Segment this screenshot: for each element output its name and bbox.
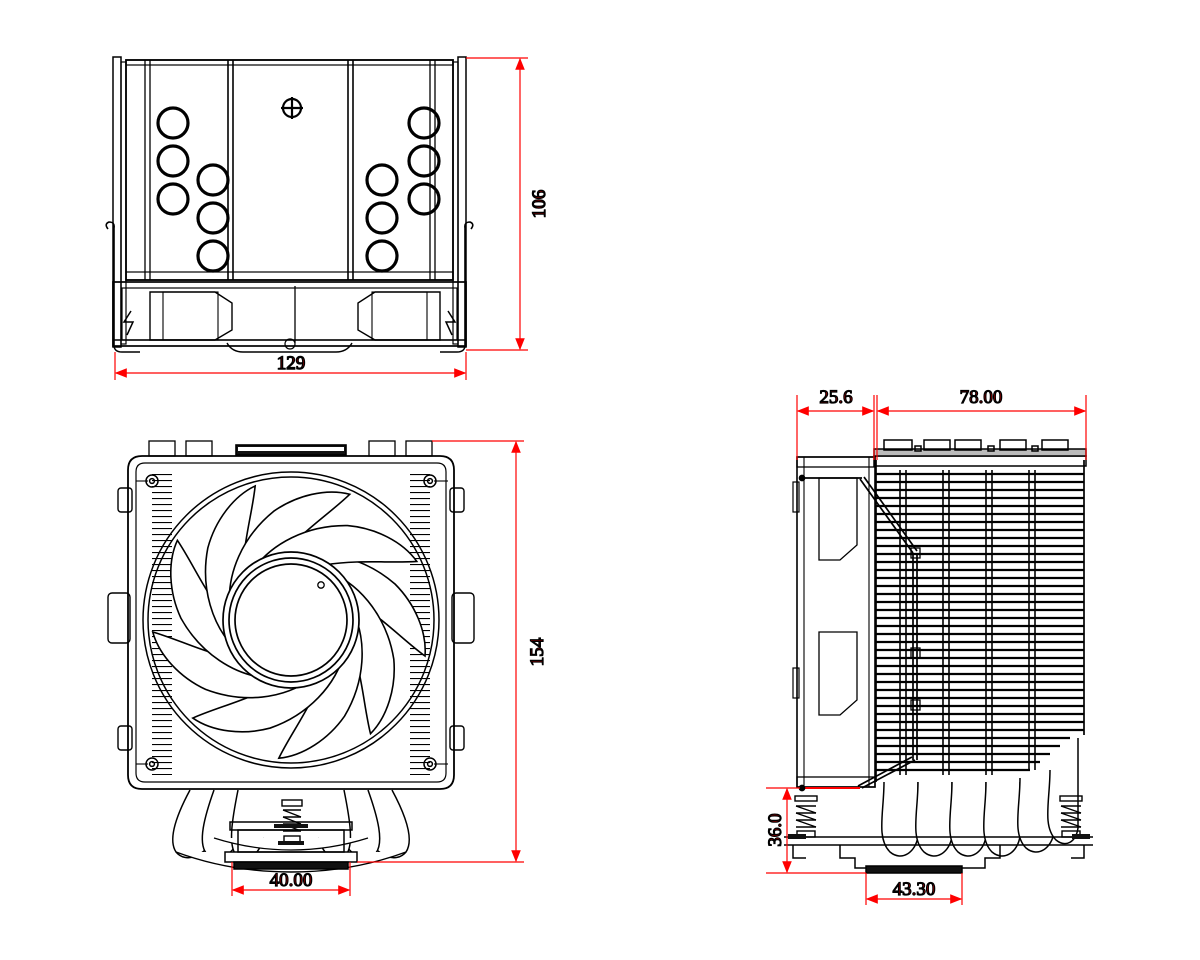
front-view-fan-frame — [127, 455, 455, 790]
side-view-fin-stack — [875, 460, 1085, 782]
front-view-side-lugs — [107, 487, 475, 751]
dimension-front-base-width: 40.00 — [231, 862, 351, 896]
side-view-top-cap — [873, 439, 1087, 467]
top-view-fan-body — [112, 281, 467, 353]
dimension-side-base-width: 43.30 — [865, 873, 963, 905]
top-view-wire-clips — [105, 221, 474, 353]
dimension-label-78: 78.00 — [960, 387, 1003, 408]
dimension-label-154: 154 — [527, 637, 548, 666]
front-view-top-tabs — [148, 440, 433, 457]
dimension-label-106: 106 — [529, 190, 550, 219]
dimension-label-36: 36.0 — [765, 813, 786, 846]
front-view-base-plate — [224, 821, 358, 870]
dimension-label-43-30: 43.30 — [893, 879, 936, 900]
dimension-label-25-6: 25.6 — [819, 387, 852, 408]
top-view-heatpipe-circles-left — [156, 106, 230, 273]
side-view: 25.6 78.00 36.0 43.30 — [764, 386, 1093, 905]
top-view: 129 106 — [105, 56, 551, 380]
side-view-fan — [792, 456, 876, 788]
side-view-heatpipes — [880, 738, 1079, 857]
top-view-fin-block — [125, 59, 454, 281]
front-view-fan-ring — [142, 471, 440, 769]
dimension-side-fin-depth: 78.00 — [876, 386, 1087, 460]
front-view-fan-hub — [222, 551, 360, 689]
dimension-front-height: 154 — [357, 440, 549, 863]
front-view-corner-screws — [136, 474, 448, 771]
phillips-screw-icon — [281, 97, 303, 119]
side-view-springs — [794, 795, 1083, 838]
dimension-top-width: 129 — [114, 352, 467, 380]
dimension-label-40: 40.00 — [270, 870, 313, 891]
front-view: 154 40.00 — [107, 440, 549, 896]
front-view-spring — [281, 799, 303, 843]
top-view-heatpipe-circles-right — [365, 106, 441, 273]
dimension-side-base-height: 36.0 — [764, 787, 866, 874]
side-view-wire-clips — [798, 474, 921, 792]
dimension-side-fan-depth: 25.6 — [796, 386, 875, 460]
side-view-base-plate — [784, 834, 1093, 874]
dimension-top-height: 106 — [466, 57, 551, 351]
dimension-label-129: 129 — [277, 353, 306, 374]
